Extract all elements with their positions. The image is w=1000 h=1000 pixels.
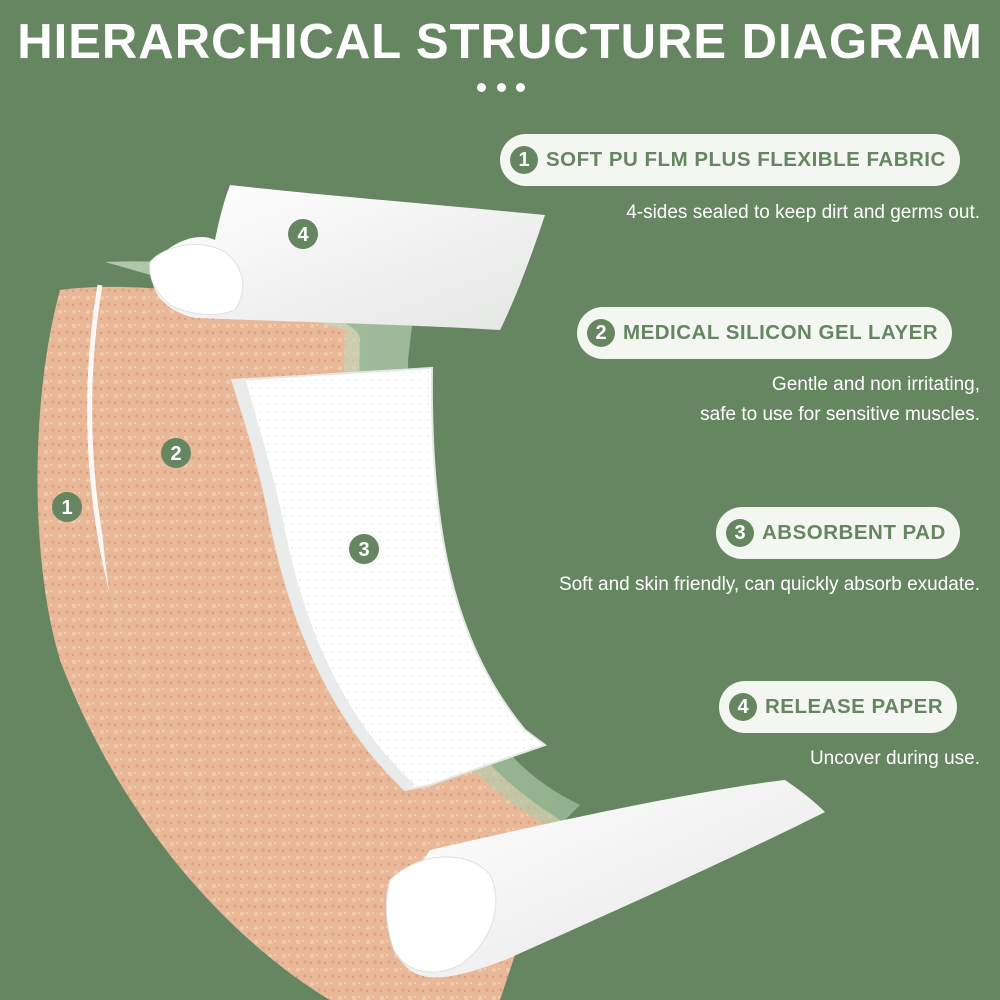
absorbent-pad (230, 366, 548, 792)
layer-3-pill: 3 ABSORBENT PAD (716, 507, 960, 559)
marker-4: 4 (288, 219, 318, 249)
layer-3-description: Soft and skin friendly, can quickly abso… (558, 574, 980, 595)
page-title: HIERARCHICAL STRUCTURE DIAGRAM (17, 15, 983, 69)
layer-number-badge: 1 (510, 146, 538, 174)
layer-label: MEDICAL SILICON GEL LAYER (623, 321, 939, 344)
release-paper-bottom (389, 780, 825, 978)
layer-number-badge: 3 (726, 519, 754, 547)
release-paper-top (151, 185, 546, 330)
layer-4-pill: 4 RELEASE PAPER (719, 681, 958, 733)
svg-text:4: 4 (297, 224, 309, 246)
layer-label: ABSORBENT PAD (762, 521, 946, 544)
layer-number-badge: 4 (729, 693, 757, 721)
layer-label: SOFT PU FLM PLUS FLEXIBLE FABRIC (546, 148, 946, 171)
layer-label: RELEASE PAPER (765, 695, 944, 718)
layer-1-description: 4-sides sealed to keep dirt and germs ou… (626, 202, 980, 223)
svg-text:1: 1 (61, 497, 72, 519)
decorative-dots (477, 83, 525, 93)
layer-2-description: Gentle and non irritating, safe to use f… (700, 374, 980, 425)
layer-2-pill: 2 MEDICAL SILICON GEL LAYER (577, 307, 953, 359)
layer-number-badge: 2 (587, 319, 615, 347)
marker-1: 1 (52, 492, 82, 522)
layer-4-description: Uncover during use. (809, 748, 980, 769)
marker-2: 2 (161, 438, 191, 468)
layer-1-pill: 1 SOFT PU FLM PLUS FLEXIBLE FABRIC (500, 134, 960, 186)
svg-text:3: 3 (358, 539, 369, 561)
svg-text:2: 2 (170, 443, 181, 465)
marker-3: 3 (349, 534, 379, 564)
